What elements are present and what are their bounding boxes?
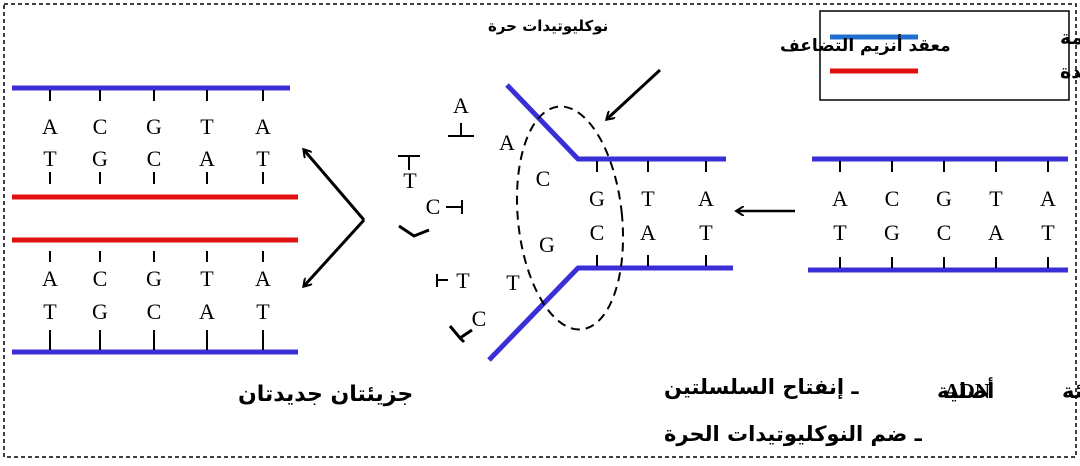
- new2-top-base: T: [200, 266, 214, 291]
- free-nucleotide-stick: [398, 224, 430, 238]
- new-dna-molecule-1: A C G T A T G C A T: [12, 85, 298, 200]
- new2-bottom-base: T: [43, 299, 57, 324]
- enzyme-complex-ellipse: [515, 105, 625, 331]
- fork-lower-strand: [487, 265, 733, 362]
- two-new-molecules-label: جزيئتان جديدتان: [238, 382, 413, 407]
- original-top-base: C: [885, 186, 900, 211]
- new1-bottom-base: A: [199, 146, 215, 171]
- original-top-base: A: [1040, 186, 1056, 211]
- new1-bottom-base: T: [256, 146, 270, 171]
- fork-paired-top-base: G: [589, 186, 605, 211]
- new2-top-base: G: [146, 266, 162, 291]
- free-nucleotide-stick: [446, 200, 463, 214]
- original-top-base: G: [936, 186, 952, 211]
- fork-added-base: T: [506, 270, 520, 295]
- new1-top-base: C: [93, 114, 108, 139]
- original-top-base: A: [832, 186, 848, 211]
- original-top-base: T: [989, 186, 1003, 211]
- enzyme-complex-label: معقد أنزيم التضاعف: [780, 34, 951, 56]
- new-dna-molecule-2: A C G T A T G C A T: [12, 237, 298, 355]
- fork-paired-top-base: T: [641, 186, 655, 211]
- enzyme-pointer-arrow: [607, 68, 662, 119]
- free-nucleotide-stick: [398, 155, 420, 170]
- fork-paired-bottom-base: T: [699, 220, 713, 245]
- new2-top-base: A: [255, 266, 271, 291]
- free-nucleotide: T: [403, 168, 417, 193]
- new2-bottom-base: T: [256, 299, 270, 324]
- new1-bottom-base: C: [147, 146, 162, 171]
- fork-upper-strand: [505, 83, 726, 162]
- fork-added-base: A: [499, 130, 515, 155]
- free-nucleotides-label: نوكليوتيدات حرة: [488, 17, 608, 35]
- new1-top-base: G: [146, 114, 162, 139]
- free-nucleotides: A T C T C: [398, 93, 487, 344]
- original-bottom-base: T: [1041, 220, 1055, 245]
- new2-bottom-base: C: [147, 299, 162, 324]
- branch-arrow-up: [304, 150, 366, 221]
- fork-added-base: G: [539, 232, 555, 257]
- free-nucleotide: A: [453, 93, 469, 118]
- fork-paired-top-base: A: [698, 186, 714, 211]
- replication-fork: G T A C A T A C G T: [487, 83, 733, 362]
- legend-old-label: سلسلة قديمة: [1060, 27, 1080, 49]
- new2-bottom-base: G: [92, 299, 108, 324]
- strand-opening-label: ـ إنفتاح السلسلتين: [664, 375, 859, 399]
- caption-word: جزيئة: [1062, 379, 1080, 403]
- legend: سلسلة قديمة سلسلة جديدة: [819, 10, 1080, 101]
- original-bottom-base: G: [884, 220, 900, 245]
- free-nucleotide-stick: [436, 274, 448, 287]
- new1-top-base: T: [200, 114, 214, 139]
- new2-bottom-base: A: [199, 299, 215, 324]
- free-nucleotide-stick: [448, 325, 473, 344]
- diagram-frame: [3, 3, 1077, 458]
- new1-bottom-base: G: [92, 146, 108, 171]
- nucleotide-addition-label: ـ ضم النوكليوتيدات الحرة: [664, 422, 923, 446]
- free-nucleotide-stick: [448, 123, 474, 137]
- original-molecule-caption: جزيئة ADN أصلية: [937, 376, 1080, 403]
- fork-paired-bottom-base: A: [640, 220, 656, 245]
- original-bottom-base: C: [937, 220, 952, 245]
- legend-box: [819, 10, 1070, 101]
- original-bottom-base: T: [833, 220, 847, 245]
- fork-paired-bottom-base: C: [590, 220, 605, 245]
- new-molecule-ticks: [49, 90, 264, 350]
- branch-arrows: [304, 150, 366, 286]
- original-dna-molecule: A C G T A T G C A T: [808, 156, 1068, 273]
- caption-word: أصلية: [937, 376, 994, 403]
- branch-arrow-down: [304, 218, 366, 286]
- new1-bottom-base: T: [43, 146, 57, 171]
- fork-ticks: [596, 161, 707, 266]
- free-nucleotide: C: [472, 306, 487, 331]
- new1-top-base: A: [255, 114, 271, 139]
- new2-top-base: C: [93, 266, 108, 291]
- caption-abbr: ADN: [945, 379, 991, 403]
- legend-new-label: سلسلة جديدة: [1060, 61, 1080, 83]
- fork-added-base: C: [536, 166, 551, 191]
- new1-top-base: A: [42, 114, 58, 139]
- original-bottom-base: A: [988, 220, 1004, 245]
- new2-top-base: A: [42, 266, 58, 291]
- original-ticks: [839, 161, 1049, 268]
- free-nucleotide: C: [426, 194, 441, 219]
- free-nucleotide: T: [456, 268, 470, 293]
